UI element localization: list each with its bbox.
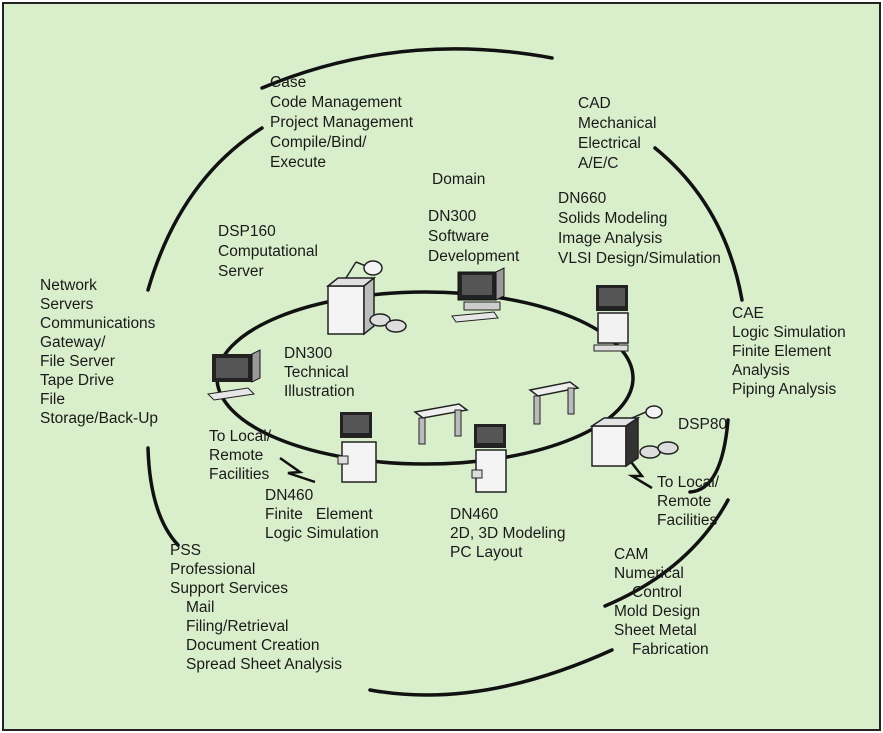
workstation-icon (472, 424, 506, 492)
workstation-icon (208, 350, 260, 400)
local-remote-right-block: To Local/ Remote Facilities (657, 474, 723, 529)
domain-label: Domain (432, 171, 485, 188)
dsp80-label: DSP80 (678, 416, 727, 433)
workstation-icon (338, 412, 376, 482)
workstation-icon (594, 285, 628, 351)
local-remote-left-block: To Local/ Remote Facilities (209, 428, 275, 483)
